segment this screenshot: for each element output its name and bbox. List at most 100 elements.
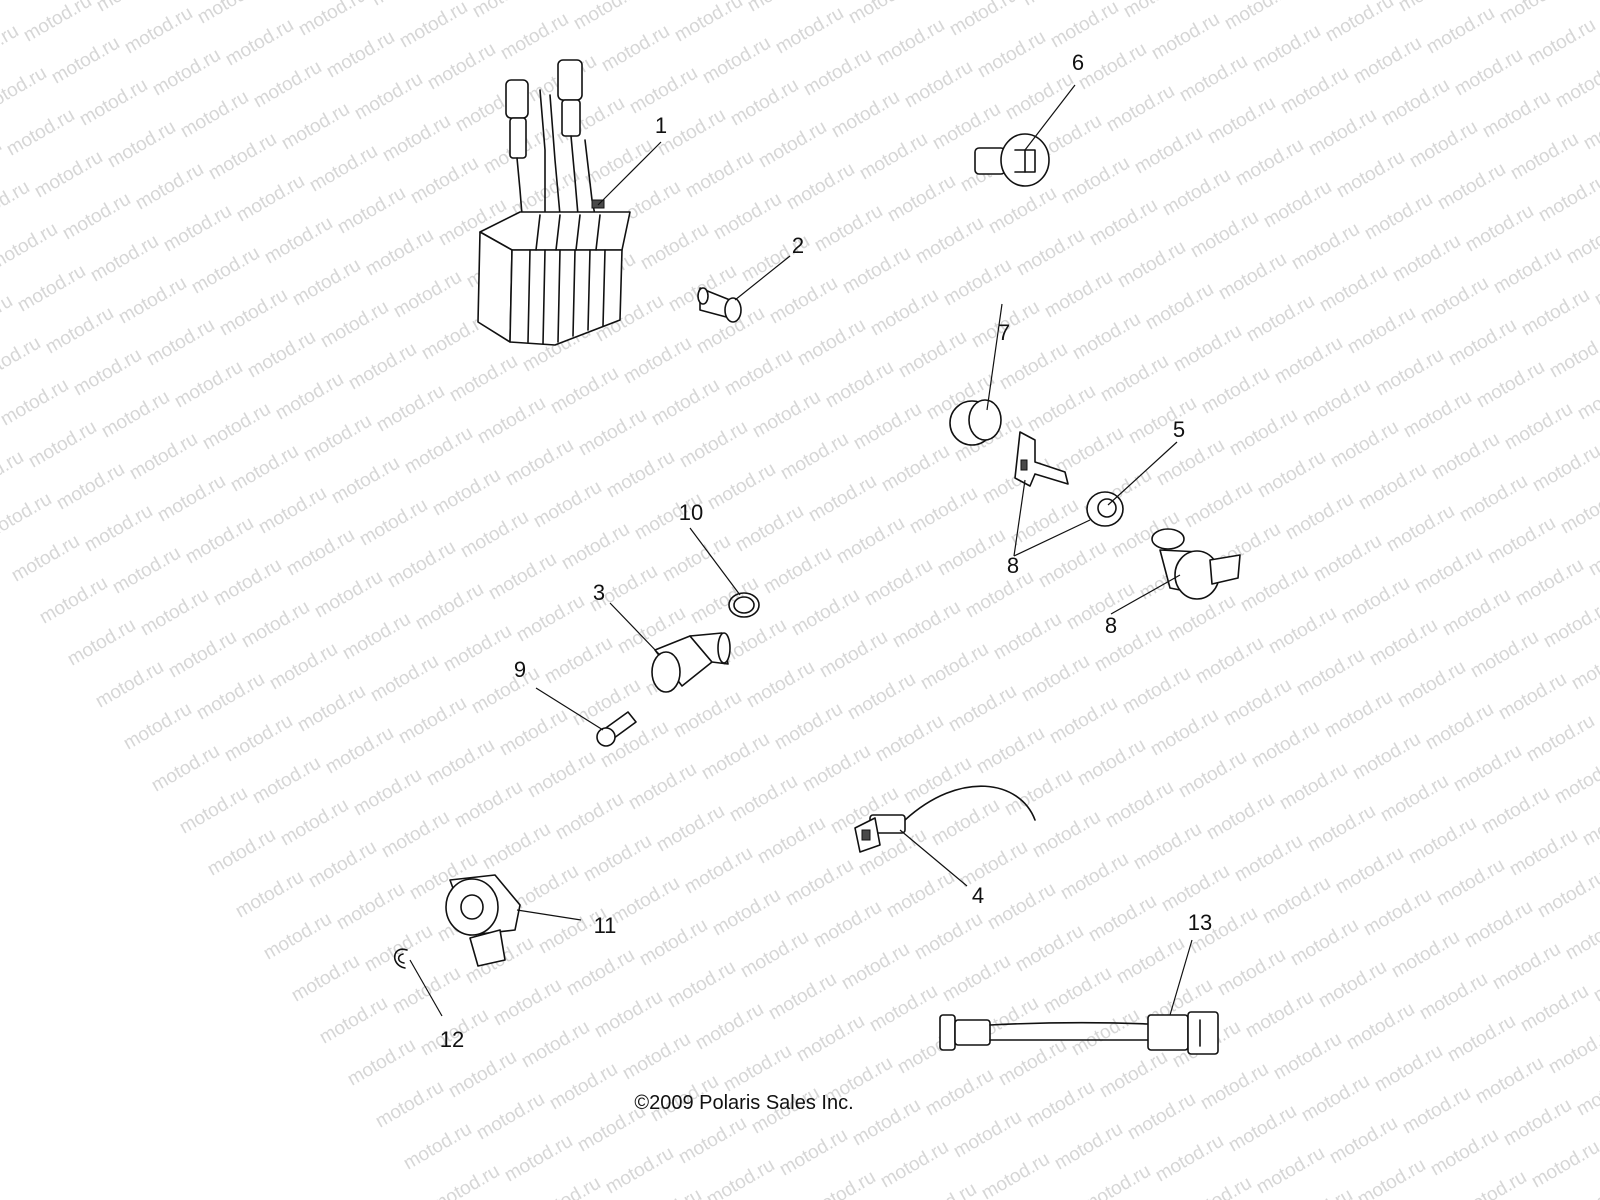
watermark-text: motod.ru [782,855,857,911]
watermark-text: motod.ru [3,105,78,161]
watermark-text: motod.ru [14,261,89,317]
watermark-text: motod.ru [126,429,201,485]
watermark-text: motod.ru [1299,375,1374,431]
watermark-text: motod.ru [440,621,515,677]
watermark-text: motod.ru [109,543,184,599]
watermark-text: motod.ru [598,21,673,77]
watermark-text: motod.ru [799,741,874,797]
watermark-text: motod.ru [322,723,397,779]
watermark-text: motod.ru [1270,1029,1345,1085]
watermark-text: motod.ru [1057,849,1132,905]
watermark-text: motod.ru [333,879,408,935]
watermark-text: motod.ru [1518,285,1593,341]
watermark-text: motod.ru [1506,825,1581,881]
watermark-text: motod.ru [1051,1119,1126,1175]
watermark-text: motod.ru [558,519,633,575]
callout-13: 13 [1188,910,1212,935]
watermark-text: motod.ru [973,723,1048,779]
watermark-text: motod.ru [720,1041,795,1097]
watermark-text: motod.ru [727,75,802,131]
watermark-text: motod.ru [1203,789,1278,845]
watermark-text: motod.ru [530,477,605,533]
watermark-text: motod.ru [400,1119,475,1175]
watermark-text: motod.ru [900,753,975,809]
callout-6: 6 [1072,50,1084,75]
watermark-text: motod.ru [1528,1137,1600,1193]
watermark-text: motod.ru [1103,81,1178,137]
watermark-text: motod.ru [839,243,914,299]
watermark-text: motod.ru [1192,633,1267,689]
watermark-text: motod.ru [0,489,55,545]
watermark-text: motod.ru [676,417,751,473]
watermark-text: motod.ru [92,657,167,713]
watermark-text: motod.ru [602,1143,677,1199]
watermark-text: motod.ru [1450,741,1525,797]
watermark-text: motod.ru [726,771,801,827]
watermark-text: motod.ru [0,447,27,503]
watermark-text: motod.ru [221,711,296,767]
watermark-text: motod.ru [749,387,824,443]
watermark-text: motod.ru [513,591,588,647]
bolt-part-2 [697,287,742,323]
watermark-text: motod.ru [755,117,830,173]
watermark-text: motod.ru [0,219,61,275]
watermark-text: motod.ru [115,273,190,329]
watermark-text: motod.ru [1399,1083,1474,1139]
callout-11: 11 [594,913,617,938]
watermark-text: motod.ru [1142,279,1217,335]
voltage-regulator-part [477,59,631,346]
watermark-text: motod.ru [1501,399,1576,455]
watermark-text: motod.ru [154,471,229,527]
watermark-text: motod.ru [1024,381,1099,437]
callout-1: 1 [655,113,667,138]
watermark-text: motod.ru [1451,45,1526,101]
watermark-text: motod.ru [956,837,1031,893]
watermark-text: motod.ru [675,1113,750,1169]
watermark-text: motod.ru [389,963,464,1019]
watermark-text: motod.ru [1029,807,1104,863]
watermark-text: motod.ru [210,555,285,611]
watermark-text: motod.ru [1378,75,1453,131]
watermark-text: motod.ru [1097,351,1172,407]
watermark-text: motod.ru [121,3,196,59]
watermark-text: motod.ru [1479,87,1554,143]
watermark-text: motod.ru [1288,219,1363,275]
watermark-text: motod.ru [1248,717,1323,773]
watermark-text: motod.ru [805,471,880,527]
watermark-text: motod.ru [547,363,622,419]
watermark-text: motod.ru [244,327,319,383]
watermark-text: motod.ru [1361,189,1436,245]
watermark-text: motod.ru [76,75,151,131]
leader-lines [409,84,1193,1017]
watermark-text: motod.ru [1215,249,1290,305]
watermark-text: motod.ru [0,0,67,4]
watermark-text: motod.ru [580,831,655,887]
watermark-text: motod.ru [0,21,22,77]
watermark-text: motod.ru [917,639,992,695]
watermark-text: motod.ru [603,447,678,503]
watermark-text: motod.ru [1085,891,1160,947]
watermark-text: motod.ru [1232,135,1307,191]
watermark-text: motod.ru [222,15,297,71]
watermark-text: motod.ru [1298,1071,1373,1127]
watermark-text: motod.ru [53,459,128,515]
watermark-text: motod.ru [1462,201,1537,257]
callout-9: 9 [514,657,526,682]
watermark-text: motod.ru [1322,0,1397,46]
watermark-text: motod.ru [1018,651,1093,707]
watermark-text: motod.ru [1001,765,1076,821]
watermark-text: motod.ru [912,213,987,269]
watermark-text: motod.ru [563,945,638,1001]
watermark-text: motod.ru [1114,237,1189,293]
watermark-text: motod.ru [822,357,897,413]
watermark-text: motod.ru [227,441,302,497]
watermark-text: motod.ru [1563,213,1600,269]
watermark-text: motod.ru [800,45,875,101]
watermark-text: motod.ru [1204,93,1279,149]
watermark-text: motod.ru [204,825,279,881]
watermark-text: motod.ru [1120,0,1195,22]
watermark-text: motod.ru [1148,9,1223,65]
watermark-text: motod.ru [1074,735,1149,791]
watermark-text: motod.ru [1276,759,1351,815]
watermark-text: motod.ru [473,1089,548,1145]
